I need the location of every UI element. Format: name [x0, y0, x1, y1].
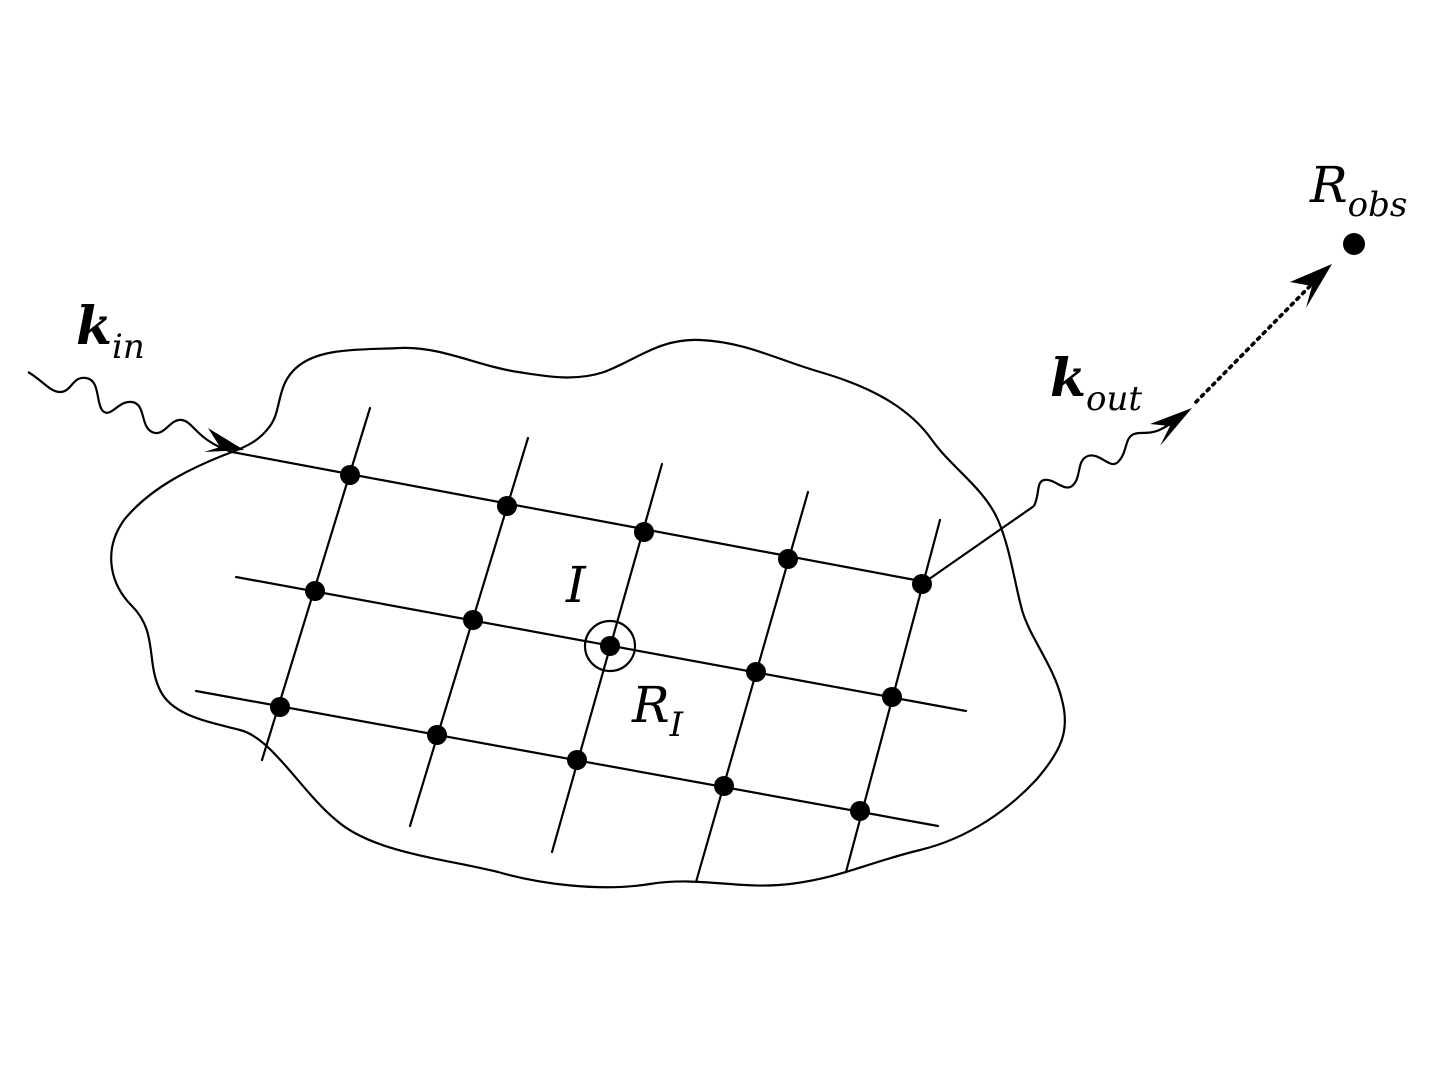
- lattice-atom: [714, 776, 734, 796]
- lattice-row-3: [194, 689, 940, 828]
- atom-i-ring: [583, 619, 637, 673]
- lattice-atom: [463, 610, 483, 630]
- lattice-atom: [305, 581, 325, 601]
- lattice-atom: [497, 496, 517, 516]
- lattice-atom: [778, 549, 798, 569]
- lattice-atom: [746, 662, 766, 682]
- lattice-atoms: [270, 465, 932, 821]
- lattice-atom: [634, 522, 654, 542]
- lattice-atom: [567, 750, 587, 770]
- observer-path: [1194, 282, 1314, 404]
- outgoing-arrowhead: [1150, 408, 1192, 446]
- label-r-obs: Robs: [1309, 156, 1407, 225]
- lattice-atom: [427, 725, 447, 745]
- lattice-atom: [270, 697, 290, 717]
- lattice-atom: [912, 574, 932, 594]
- label-r-i: RI: [631, 676, 684, 745]
- observer-arrowhead: [1290, 264, 1332, 308]
- label-k-in: kin: [76, 296, 145, 367]
- lattice-atom: [882, 687, 902, 707]
- label-k-out: kout: [1050, 348, 1142, 419]
- outgoing-wave: [1032, 415, 1181, 507]
- incoming-arrowhead: [204, 428, 244, 452]
- incoming-wave: [27, 371, 233, 454]
- outgoing-ray-inner: [921, 505, 1035, 585]
- label-atom-i: I: [565, 556, 587, 614]
- sample-boundary: [110, 338, 1066, 889]
- lattice-atom: [850, 801, 870, 821]
- observer-point: [1343, 233, 1365, 255]
- lattice-atom: [340, 465, 360, 485]
- lattice-atom-i: [600, 636, 620, 656]
